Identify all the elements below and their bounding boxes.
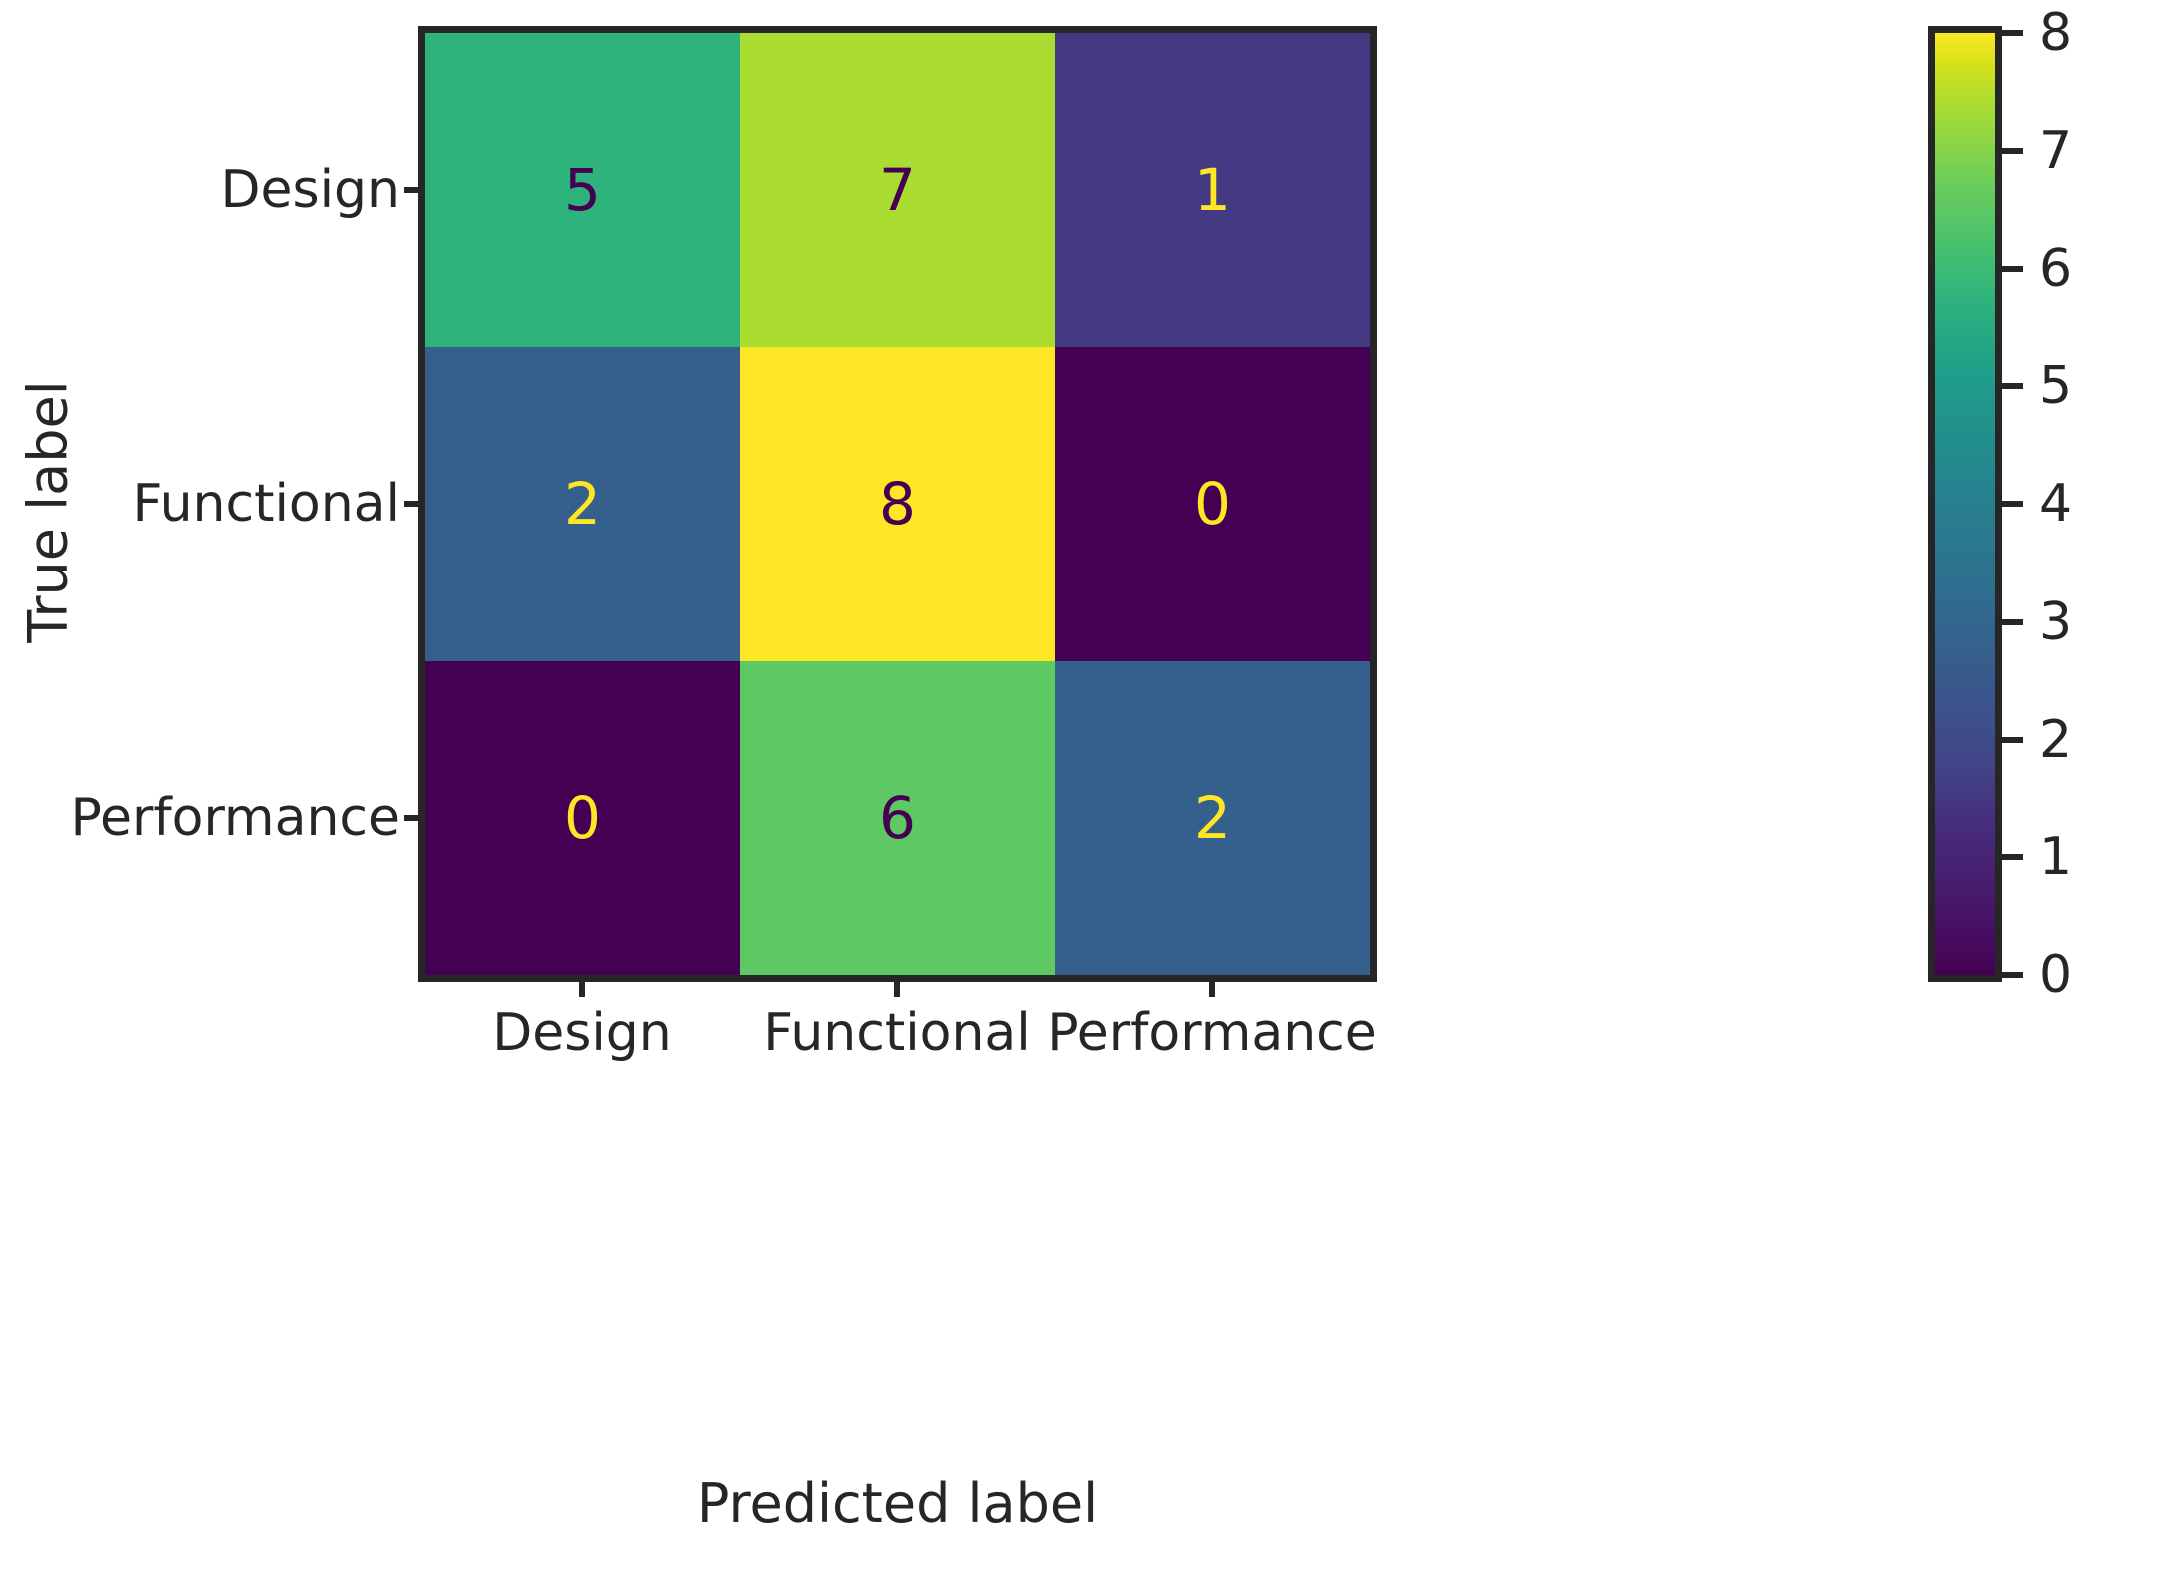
cell-value: 8 <box>879 470 916 538</box>
matrix-cell-0-2[interactable]: 1 <box>1055 33 1370 347</box>
colorbar-tick-label-2: 2 <box>2039 709 2073 770</box>
colorbar-tick-mark-0 <box>1995 972 2023 978</box>
matrix-cell-2-2[interactable]: 2 <box>1055 661 1370 975</box>
x-tick-label-2: Performance <box>1047 1003 1377 1063</box>
colorbar-tick-label-1: 1 <box>2039 827 2073 888</box>
cell-value: 6 <box>879 784 916 852</box>
colorbar-tick-mark-4 <box>1995 501 2023 507</box>
matrix-cell-2-0[interactable]: 0 <box>425 661 740 975</box>
y-tick-label-2: Performance <box>70 788 400 848</box>
colorbar: 8 7 6 5 4 3 2 1 0 <box>1928 3 2072 1005</box>
colorbar-tick-mark-6 <box>1995 265 2023 272</box>
y-tick-label-0: Design <box>220 160 400 220</box>
colorbar-tick-mark-3 <box>1995 618 2023 625</box>
colorbar-tick-label-5: 5 <box>2039 356 2073 417</box>
cell-value: 1 <box>1194 156 1231 224</box>
cell-value: 5 <box>564 156 601 224</box>
matrix-cell-0-0[interactable]: 5 <box>425 33 740 347</box>
colorbar-tick-label-8: 8 <box>2039 3 2073 63</box>
colorbar-tick-label-7: 7 <box>2039 120 2073 181</box>
x-tick-mark-1 <box>894 975 900 997</box>
colorbar-tick-mark-7 <box>1995 147 2023 154</box>
cell-value: 0 <box>564 784 601 852</box>
y-tick-mark-0 <box>404 187 426 193</box>
x-tick-label-1: Functional <box>763 1003 1031 1063</box>
cell-value: 2 <box>1194 784 1231 852</box>
colorbar-gradient <box>1928 26 2002 982</box>
matrix-cell-1-2[interactable]: 0 <box>1055 347 1370 661</box>
colorbar-tick-mark-2 <box>1995 736 2023 743</box>
x-tick-label-0: Design <box>492 1003 672 1063</box>
colorbar-tick-mark-5 <box>1995 383 2023 390</box>
x-tick-mark-0 <box>579 975 585 997</box>
x-axis-title: Predicted label <box>696 1472 1099 1535</box>
confusion-matrix-grid: 5 7 1 2 8 0 0 6 2 <box>418 26 1377 982</box>
x-tick-mark-2 <box>1209 975 1215 997</box>
colorbar-tick-label-4: 4 <box>2039 474 2073 534</box>
cell-value: 7 <box>879 156 916 224</box>
cell-value: 2 <box>564 470 601 538</box>
matrix-cell-2-1[interactable]: 6 <box>740 661 1055 975</box>
y-tick-mark-2 <box>404 815 426 821</box>
y-tick-mark-1 <box>404 501 426 507</box>
cell-value: 0 <box>1194 470 1231 538</box>
colorbar-tick-mark-8 <box>1995 30 2023 36</box>
matrix-cell-1-1[interactable]: 8 <box>740 347 1055 661</box>
matrix-cell-0-1[interactable]: 7 <box>740 33 1055 347</box>
matrix-cell-1-0[interactable]: 2 <box>425 347 740 661</box>
colorbar-tick-label-6: 6 <box>2039 238 2073 299</box>
colorbar-tick-label-0: 0 <box>2039 945 2073 1005</box>
colorbar-tick-mark-1 <box>1995 854 2023 861</box>
colorbar-tick-label-3: 3 <box>2039 591 2073 652</box>
y-tick-label-1: Functional <box>132 474 401 534</box>
